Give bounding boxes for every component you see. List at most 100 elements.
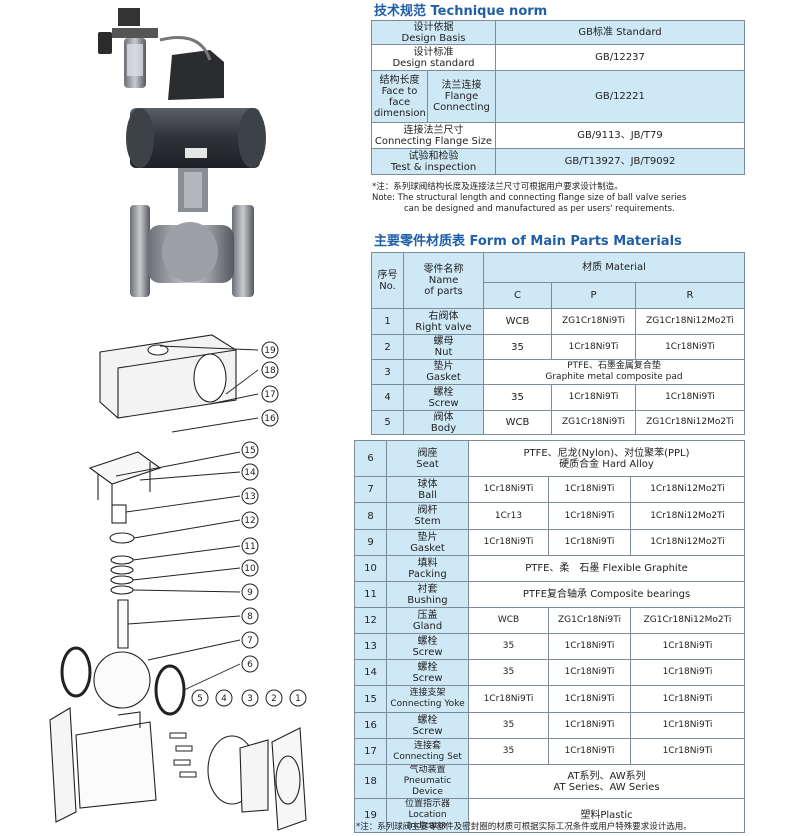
callout-18: 18 <box>264 366 276 376</box>
row-no: 3 <box>371 359 404 385</box>
norm-note-en-1: Note: The structural length and connecti… <box>372 193 687 203</box>
callout-5: 5 <box>197 694 203 704</box>
row-no: 7 <box>354 476 387 503</box>
norm-value: GB/12237 <box>495 44 745 71</box>
row-c: 35 <box>468 738 549 765</box>
row-no: 17 <box>354 738 387 765</box>
row-p: 1Cr18Ni9Ti <box>548 633 631 660</box>
row-no: 14 <box>354 659 387 686</box>
row-no: 15 <box>354 685 387 713</box>
row-span: PTFE、柔 石墨 Flexible Graphite <box>468 555 745 582</box>
row-p: 1Cr18Ni9Ti <box>548 712 631 739</box>
parts-title: 主要零件材质表 Form of Main Parts Materials <box>374 234 682 249</box>
row-r: 1Cr18Ni9Ti <box>630 738 745 765</box>
row-no: 13 <box>354 633 387 660</box>
row-p: ZG1Cr18Ni9Ti <box>548 607 631 634</box>
callout-3: 3 <box>247 694 253 704</box>
callout-13: 13 <box>244 492 255 502</box>
callout-19: 19 <box>264 346 276 356</box>
row-no: 19 <box>354 798 387 833</box>
header-p: P <box>551 282 636 309</box>
callout-1: 1 <box>295 694 301 704</box>
callout-16: 16 <box>264 414 276 424</box>
exploded-drawing <box>49 334 307 831</box>
row-no: 4 <box>371 384 404 411</box>
callout-8: 8 <box>247 612 253 622</box>
row-p: 1Cr18Ni9Ti <box>551 384 636 411</box>
header-c: C <box>483 282 552 309</box>
row-c: WCB <box>483 308 552 335</box>
row-p: 1Cr18Ni9Ti <box>548 659 631 686</box>
row-span: 塑料Plastic <box>468 798 745 833</box>
row-r: 1Cr18Ni12Mo2Ti <box>630 529 745 556</box>
norm-value: GB/12221 <box>495 70 745 123</box>
row-r: 1Cr18Ni9Ti <box>635 384 745 411</box>
norm-note-en-2: can be designed and manufactured as per … <box>404 204 675 214</box>
row-r: ZG1Cr18Ni12Mo2Ti <box>630 607 745 634</box>
row-p: ZG1Cr18Ni9Ti <box>551 308 636 335</box>
row-c: WCB <box>468 607 549 634</box>
row-r: 1Cr18Ni9Ti <box>630 712 745 739</box>
header-r: R <box>635 282 745 309</box>
row-c: 1Cr13 <box>468 502 549 530</box>
norm-value: GB/T13927、JB/T9092 <box>495 148 745 175</box>
row-no: 9 <box>354 529 387 556</box>
norm-note-cn: *注：系列球阀结构长度及连接法兰尺寸可根据用户要求设计制造。 <box>372 182 623 192</box>
row-span: PTFE复合轴承 Composite bearings <box>468 581 745 608</box>
row-c: WCB <box>483 410 552 435</box>
row-no: 1 <box>371 308 404 335</box>
callout-4: 4 <box>221 694 227 704</box>
row-no: 18 <box>354 764 387 799</box>
row-c: 35 <box>483 384 552 411</box>
norm-value: GB/9113、JB/T79 <box>495 122 745 149</box>
row-no: 12 <box>354 607 387 634</box>
norm-title: 技术规范 Technique norm <box>374 4 548 19</box>
row-c: 35 <box>468 659 549 686</box>
row-p: 1Cr18Ni9Ti <box>551 334 636 360</box>
row-r: 1Cr18Ni9Ti <box>630 659 745 686</box>
row-p: 1Cr18Ni9Ti <box>548 502 631 530</box>
row-span: PTFE、尼龙(Nylon)、对位聚苯(PPL)硬质合金 Hard Alloy <box>468 440 745 477</box>
